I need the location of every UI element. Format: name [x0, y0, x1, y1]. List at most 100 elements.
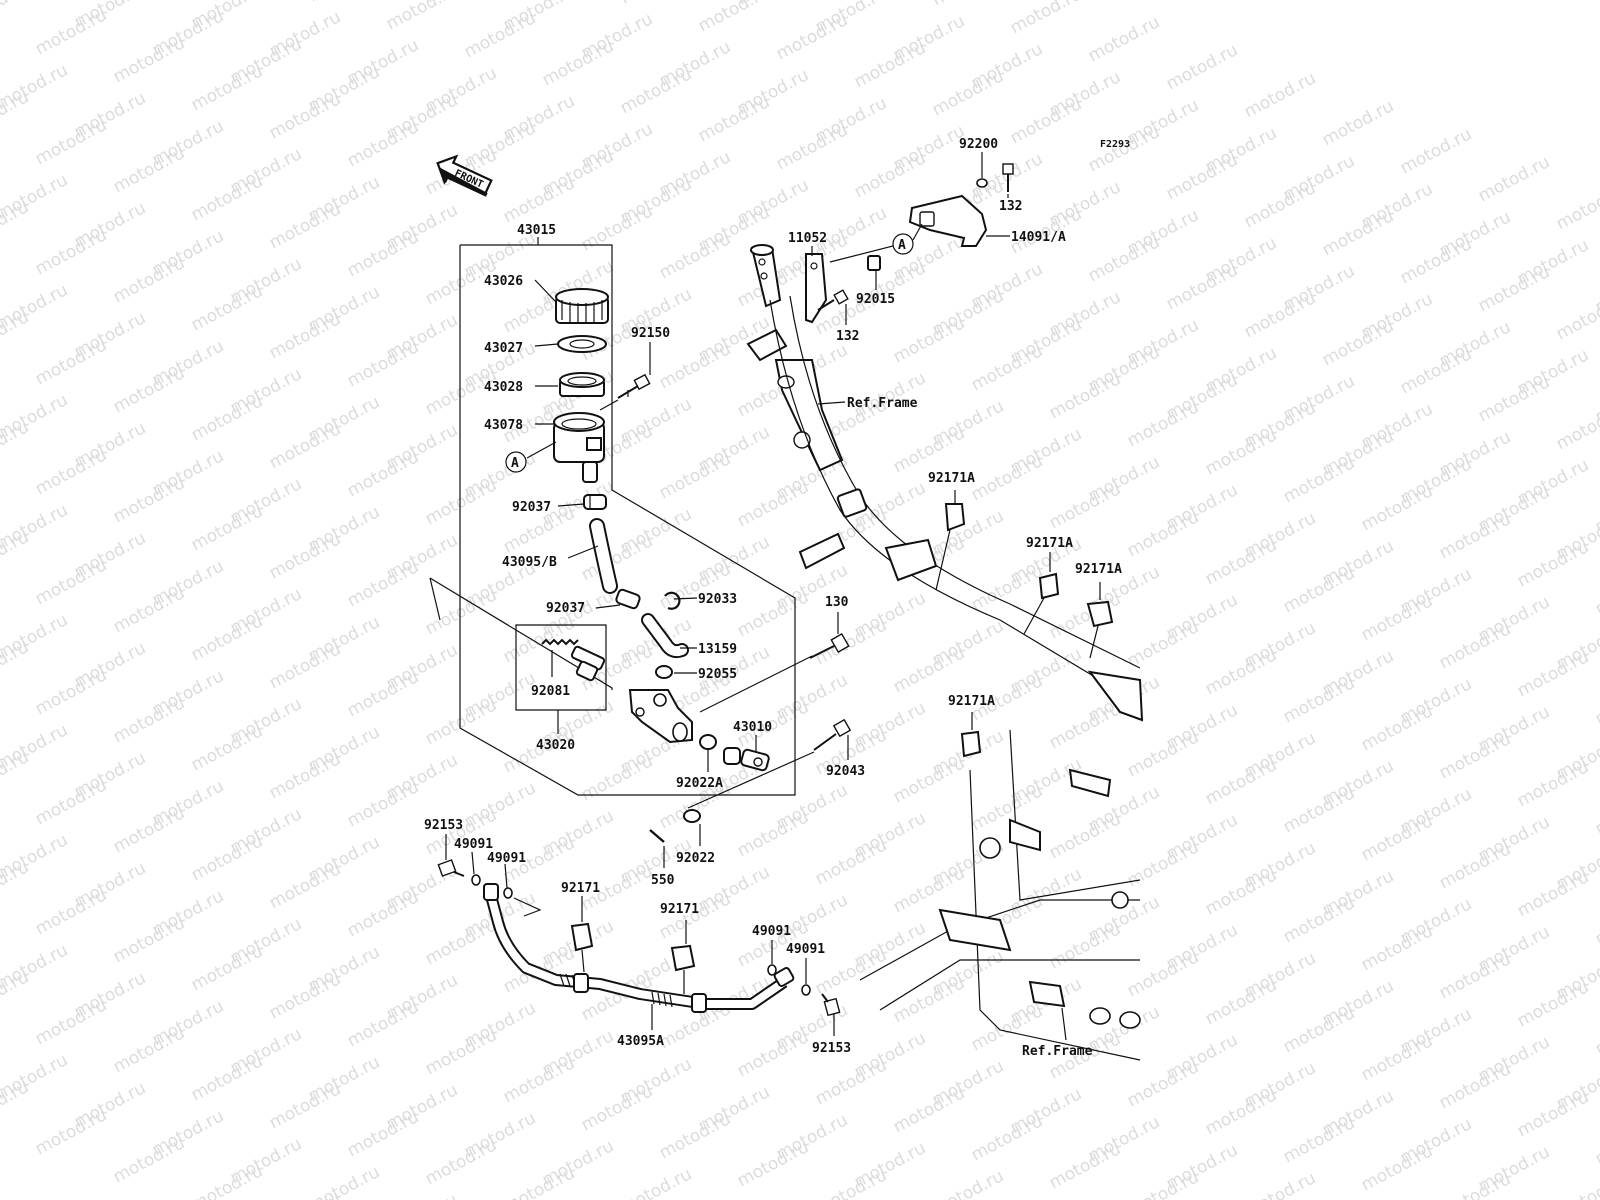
- watermark-text: motod.ru: [110, 693, 188, 747]
- watermark-text: motod.ru: [1436, 839, 1514, 893]
- watermark-text: motod.ru: [188, 941, 266, 995]
- watermark-text: motod.ru: [1124, 1167, 1202, 1200]
- watermark-text: motod.ru: [461, 8, 539, 62]
- watermark-text: motod.ru: [1046, 369, 1124, 423]
- o-ring-92055: [655, 665, 673, 679]
- watermark-text: motod.ru: [968, 561, 1046, 615]
- watermark-text: motod.ru: [1202, 425, 1280, 479]
- watermark-text: motod.ru: [1202, 975, 1280, 1029]
- watermark-text: motod.ru: [1436, 509, 1514, 563]
- watermark-text: motod.ru: [734, 587, 812, 641]
- watermark-text: motod.ru: [32, 995, 110, 1049]
- svg-text:A: A: [898, 238, 906, 253]
- watermark-text: motod.ru: [968, 341, 1046, 395]
- label-43015: 43015: [517, 223, 556, 238]
- watermark-text: motod.ru: [1319, 206, 1397, 260]
- watermark-text: motod.ru: [890, 313, 968, 367]
- watermark-text: motod.ru: [617, 64, 695, 118]
- watermark-text: motod.ru: [422, 475, 500, 529]
- watermark-text: motod.ru: [890, 1083, 968, 1137]
- label-43027: 43027: [484, 341, 523, 356]
- watermark-text: motod.ru: [1280, 1113, 1358, 1167]
- watermark-text: motod.ru: [773, 10, 851, 64]
- watermark-text: motod.ru: [968, 781, 1046, 835]
- watermark-text: motod.ru: [188, 1051, 266, 1105]
- watermark-text: motod.ru: [1358, 481, 1436, 535]
- label-92153-right: 92153: [812, 1041, 851, 1056]
- watermark-text: motod.ru: [539, 36, 617, 90]
- watermark-text: motod.ru: [344, 447, 422, 501]
- hose-43095b: [589, 518, 618, 594]
- watermark-text: motod.ru: [266, 749, 344, 803]
- watermark-text: motod.ru: [968, 1111, 1046, 1165]
- watermark-text: motod.ru: [188, 721, 266, 775]
- callout-a-left: A: [505, 451, 527, 473]
- watermark-text: motod.ru: [1280, 453, 1358, 507]
- reservoir-cap: [555, 288, 609, 324]
- watermark-text: motod.ru: [1046, 589, 1124, 643]
- watermark-text: motod.ru: [617, 1164, 695, 1200]
- callout-a-right: A: [892, 233, 914, 255]
- watermark-text: motod.ru: [1553, 1170, 1600, 1200]
- label-92153-left: 92153: [424, 818, 463, 833]
- watermark-text: motod.ru: [1163, 260, 1241, 314]
- watermark-text: motod.ru: [890, 423, 968, 477]
- label-92055: 92055: [698, 667, 737, 682]
- watermark-text: motod.ru: [422, 1135, 500, 1189]
- banjo-bolt-92153-right: [821, 993, 841, 1017]
- washer-49091-b: [503, 887, 513, 899]
- watermark-text: motod.ru: [110, 33, 188, 87]
- watermark-text: motod.ru: [266, 529, 344, 583]
- watermark-text: motod.ru: [1280, 673, 1358, 727]
- watermark-text: motod.ru: [1436, 729, 1514, 783]
- watermark-text: motod.ru: [266, 419, 344, 473]
- watermark-text: motod.ru: [422, 695, 500, 749]
- watermark-text: motod.ru: [656, 449, 734, 503]
- watermark-text: motod.ru: [188, 611, 266, 665]
- clamp-92037-top: [583, 494, 607, 510]
- watermark-text: motod.ru: [266, 1079, 344, 1133]
- watermark-text: motod.ru: [1241, 1168, 1319, 1200]
- label-43026: 43026: [484, 274, 523, 289]
- watermark-text: motod.ru: [929, 1166, 1007, 1200]
- washer-49091-a: [471, 874, 481, 886]
- watermark-text: motod.ru: [305, 0, 383, 6]
- watermark-text: motod.ru: [656, 229, 734, 283]
- label-49091-b: 49091: [487, 851, 526, 866]
- watermark-text: motod.ru: [1046, 1139, 1124, 1193]
- clamp-92171-right: [670, 944, 696, 972]
- label-92037-lower: 92037: [546, 601, 585, 616]
- watermark-text: motod.ru: [110, 803, 188, 857]
- frame-upper: [746, 244, 1144, 722]
- watermark-text: motod.ru: [1436, 619, 1514, 673]
- label-43095a: 43095A: [617, 1034, 664, 1049]
- brake-hose-43095a: [483, 883, 795, 1013]
- watermark-text: motod.ru: [1475, 262, 1553, 316]
- watermark-text: motod.ru: [578, 1081, 656, 1135]
- watermark-text: motod.ru: [1202, 755, 1280, 809]
- watermark-text: motod.ru: [32, 445, 110, 499]
- watermark-text: motod.ru: [1514, 757, 1592, 811]
- watermark-text: motod.ru: [266, 859, 344, 913]
- label-43028: 43028: [484, 380, 523, 395]
- svg-text:A: A: [511, 456, 519, 471]
- watermark-text: motod.ru: [344, 1107, 422, 1161]
- watermark-text: motod.ru: [578, 751, 656, 805]
- watermark-text: motod.ru: [1124, 507, 1202, 561]
- bolt-92150: [617, 373, 651, 399]
- watermark-text: motod.ru: [1202, 535, 1280, 589]
- label-92171a-4: 92171A: [948, 694, 995, 709]
- washer-49091-c: [767, 964, 777, 976]
- watermark-text: motod.ru: [1124, 727, 1202, 781]
- label-43020: 43020: [536, 738, 575, 753]
- watermark-text: motod.ru: [110, 1133, 188, 1187]
- watermark-text: motod.ru: [32, 775, 110, 829]
- watermark-text: motod.ru: [1358, 591, 1436, 645]
- watermark-text: motod.ru: [1397, 124, 1475, 178]
- group-frame-43015: [429, 237, 796, 796]
- watermark-text: motod.ru: [1436, 949, 1514, 1003]
- watermark-text: motod.ru: [1553, 180, 1600, 234]
